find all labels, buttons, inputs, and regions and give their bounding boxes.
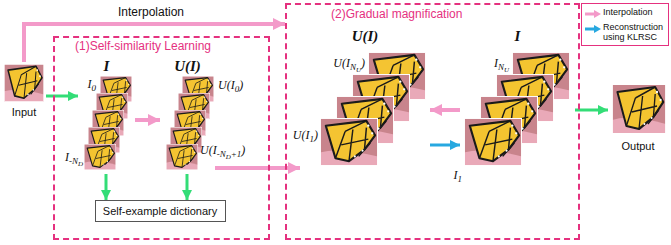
- label-anchor: U(I1): [293, 128, 318, 143]
- label-part: U(I: [333, 56, 350, 70]
- label-part: +1: [231, 149, 242, 159]
- legend-arrow-head: [594, 10, 601, 18]
- legend-arrow-line: [585, 13, 595, 16]
- image-label: I0: [88, 77, 97, 92]
- stack-heading: I: [104, 58, 110, 75]
- legend-entry: Interpolation: [585, 7, 665, 19]
- legend-text: Interpolation: [603, 7, 653, 17]
- label-anchor: U(I-ND+1): [200, 143, 245, 159]
- butterfly-image: [84, 144, 116, 170]
- label-part: -N: [69, 156, 78, 166]
- edge-label: Interpolation: [116, 5, 186, 19]
- flow-arrow: [430, 144, 460, 147]
- image-stack-picture: [464, 52, 570, 166]
- image-label: I-ND: [65, 150, 83, 166]
- image-label: U(I0): [218, 78, 243, 93]
- legend-box: InterpolationReconstruction using KLRSC: [581, 3, 669, 46]
- label-anchor: INU: [494, 56, 509, 72]
- image-label: U(I1): [293, 128, 318, 143]
- image-stack: I: [460, 28, 575, 200]
- label-part: I: [88, 77, 92, 91]
- label-part: U: [504, 66, 509, 74]
- label-part: ): [314, 128, 318, 142]
- image-caption: Output: [621, 140, 654, 152]
- label-anchor: U(INU): [333, 56, 365, 72]
- legend-arrow: [585, 9, 601, 19]
- label-part: U(I: [200, 143, 217, 157]
- label-anchor: I1: [454, 168, 463, 183]
- image-label: I1: [454, 168, 463, 183]
- label-part: ): [361, 56, 365, 70]
- label-anchor: U(I0): [218, 78, 243, 93]
- flow-arrow: [430, 108, 460, 112]
- image-stack-picture: [320, 52, 426, 166]
- butterfly-image: [166, 144, 198, 170]
- flow-arrow: [135, 118, 160, 122]
- region-title: (2)Gradual magnification: [331, 7, 578, 21]
- label-part: D: [226, 153, 231, 161]
- butterfly-image: [612, 84, 666, 134]
- stack-heading: U(I): [352, 28, 379, 45]
- label-part: I: [454, 168, 458, 182]
- image-stack-picture: [84, 76, 132, 170]
- label-anchor: Interpolation: [116, 5, 186, 19]
- label-part: 1: [310, 134, 315, 144]
- flow-arrow: [105, 174, 108, 200]
- image-label: U(INU): [333, 56, 365, 72]
- legend-arrow-line: [585, 28, 595, 31]
- legend-text: Reconstruction using KLRSC: [603, 22, 665, 42]
- output-picture: [612, 84, 666, 134]
- label-part: D: [78, 160, 83, 168]
- label-part: N: [498, 62, 504, 72]
- flow-arrow: [186, 174, 189, 200]
- flow-arrow: [24, 24, 285, 62]
- image-label: INU: [494, 56, 509, 72]
- stack-heading: I: [515, 28, 521, 45]
- input-picture: [4, 64, 44, 102]
- box-label: Self-example dictionary: [103, 205, 217, 217]
- dictionary-box: Self-example dictionary: [95, 200, 226, 222]
- label-part: 0: [235, 84, 240, 94]
- butterfly-image: [320, 118, 378, 166]
- image-label: U(I-ND+1): [200, 143, 245, 159]
- label-part: 0: [92, 83, 97, 93]
- stage-region: (1)Self-similarity LearningI U(I) Self-exa…: [53, 36, 270, 240]
- image-stack: U(I): [160, 58, 215, 174]
- label-part: U(I: [293, 128, 310, 142]
- stack-heading: U(I): [174, 58, 201, 75]
- label-part: N: [350, 62, 356, 72]
- input-node: Input: [2, 62, 46, 118]
- legend-arrow-head: [594, 25, 601, 33]
- label-anchor: I-ND: [65, 150, 83, 166]
- connector-group: [24, 24, 608, 200]
- region-title: (1)Self-similarity Learning: [75, 39, 268, 53]
- label-part: ): [239, 78, 243, 92]
- image-stack: I: [78, 58, 135, 174]
- butterfly-image: [4, 64, 44, 102]
- legend-arrow: [585, 24, 601, 34]
- label-part: I: [494, 56, 498, 70]
- label-part: U: [356, 66, 361, 74]
- image-caption: Input: [12, 106, 36, 118]
- flow-arrow: [46, 95, 78, 98]
- label-part: U(I: [218, 78, 235, 92]
- label-part: ): [241, 143, 245, 157]
- label-part: -N: [217, 149, 226, 159]
- image-stack-picture: [166, 76, 214, 170]
- stage-region: (2)Gradual magnificationU(I) I: [285, 3, 580, 240]
- flow-arrow: [215, 166, 300, 170]
- legend-entry: Reconstruction using KLRSC: [585, 22, 665, 42]
- butterfly-image: [464, 118, 522, 166]
- image-stack: U(I): [300, 28, 430, 200]
- label-anchor: I0: [88, 77, 97, 92]
- label-part: I: [65, 150, 69, 164]
- label-part: 1: [458, 174, 463, 184]
- output-node: Output: [608, 82, 668, 152]
